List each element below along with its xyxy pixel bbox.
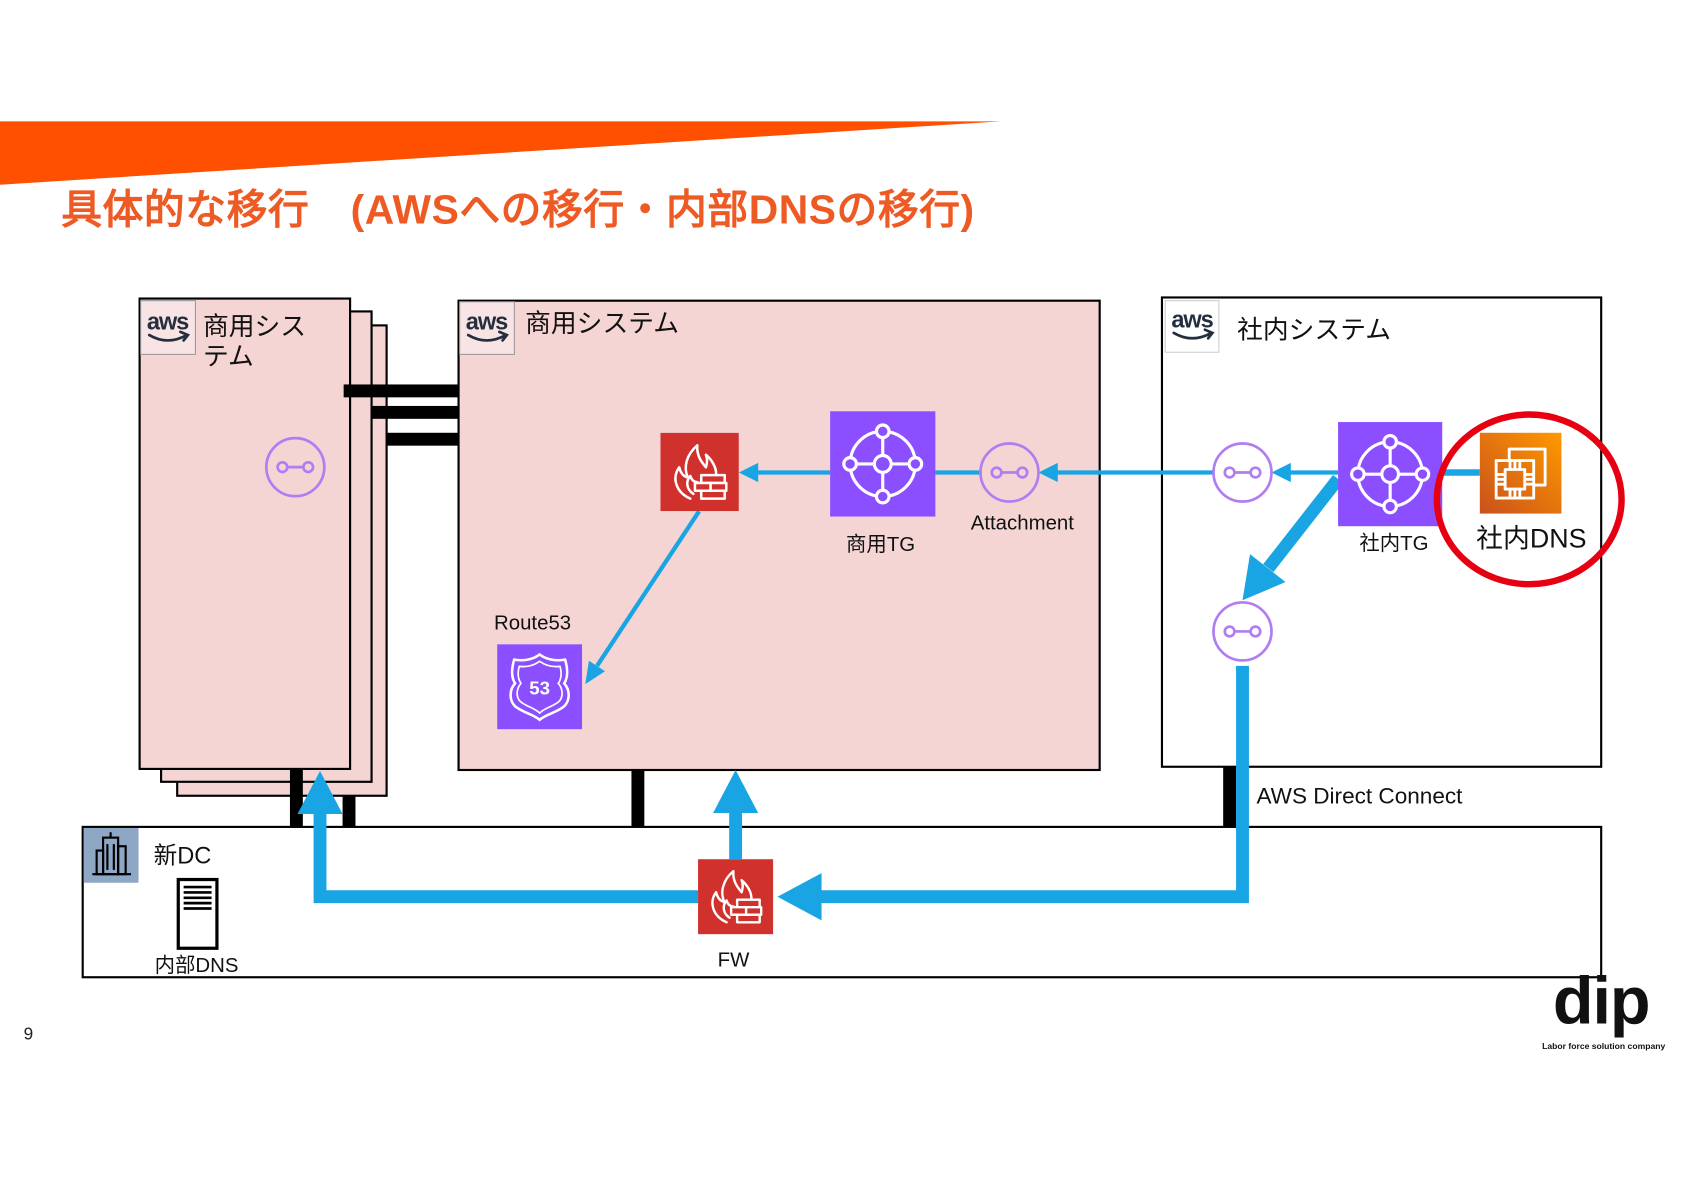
arrow-head: [585, 660, 606, 685]
arrow-head: [1038, 462, 1058, 483]
slide-title: 具体的な移行 (AWSへの移行・内部DNSの移行): [61, 187, 975, 234]
dip-logo-tagline: Labor force solution company: [1542, 1041, 1666, 1052]
server-body: [176, 877, 219, 950]
route53-shield-outer: [509, 652, 570, 722]
header-banner: [0, 121, 1001, 185]
building-windows: [106, 832, 115, 870]
arrow-dc-firewall-to-commercial-stack: [297, 771, 699, 904]
aws-logo-frame: [459, 301, 515, 355]
aws-logo-internal: aws: [1164, 300, 1220, 353]
ec2-tile: [1479, 432, 1562, 514]
server-icon: [176, 877, 219, 950]
aws-smile-icon: [1172, 328, 1215, 340]
building-icon: [83, 827, 139, 883]
dc-firewall-label: FW: [717, 949, 750, 972]
arrow-dc-firewall-to-commercial: [713, 769, 759, 860]
peering-bar-3: [386, 432, 459, 446]
arrow-head: [713, 769, 759, 813]
dip-logo: dip: [1552, 964, 1651, 1039]
route53-label: Route53: [493, 612, 572, 635]
stack-dc-link-1: [289, 768, 303, 827]
internal-system-group: [1160, 296, 1603, 768]
arrow-head: [738, 462, 759, 483]
direct-connect-link: [1223, 766, 1237, 827]
aws-logo-text: aws: [147, 310, 189, 336]
internal-tg-label: 社内TG: [1359, 532, 1429, 556]
arrow-direct-connect-to-dc-firewall: [777, 665, 1249, 921]
arrow-internal-tg-to-attachment: [1271, 462, 1339, 483]
ec2-pins: [1496, 460, 1534, 499]
internal-group-label: 社内システム: [1237, 315, 1392, 345]
peering-bar-1: [343, 384, 459, 398]
aws-logo-commercial-stack: aws: [140, 300, 196, 355]
aws-smile-icon: [147, 330, 191, 342]
aws-logo-frame: [140, 300, 196, 355]
commercial-stack-label: 商用システム: [202, 312, 307, 372]
route53-shield-inner: [516, 660, 563, 715]
route53-badge: 53: [529, 677, 550, 698]
building-wing-right: [117, 845, 127, 876]
peering-bar-2: [371, 405, 459, 419]
transit-gateway-icon: [1338, 422, 1443, 527]
stack-layer-front: [138, 297, 352, 770]
flow-arrows: [297, 462, 1480, 921]
commercial-group-label: 商用システム: [525, 309, 680, 339]
commercial-system-stack: [138, 297, 388, 797]
ec2-back-chip: [1507, 447, 1547, 487]
transit-gateway-icon: [830, 411, 936, 517]
stack-dc-link-2: [342, 795, 356, 827]
arrow-shaft: [595, 509, 701, 668]
aws-smile-icon: [466, 330, 510, 342]
page-number: 9: [23, 1025, 34, 1044]
arrow-internal-tg-to-dx-attachment: [1242, 474, 1344, 601]
arrow-shaft: [1263, 474, 1344, 573]
ec2-instance-icon: [1479, 432, 1562, 514]
route53-icon: 53: [497, 644, 583, 730]
direct-connect-label: AWS Direct Connect: [1256, 783, 1463, 809]
network-firewall-icon: [660, 432, 739, 512]
network-connectors: [289, 384, 1237, 827]
network-firewall-icon: [698, 859, 774, 935]
arrow-internal-to-commercial-attachment: [1038, 462, 1215, 483]
arrow-head: [1242, 554, 1286, 601]
aws-logo-commercial: aws: [459, 301, 515, 355]
commercial-dc-link: [631, 769, 645, 827]
aws-logo-text: aws: [466, 310, 508, 336]
onprem-dns-label: 内部DNS: [154, 954, 239, 978]
building-wing-left: [95, 849, 105, 876]
arrow-head: [1271, 462, 1291, 483]
server-slots: [183, 885, 212, 910]
aws-logo-text: aws: [1171, 308, 1213, 334]
arrow-head: [297, 771, 343, 815]
highlight-ring: [1433, 411, 1625, 588]
commercial-attachment-label: Attachment: [970, 512, 1074, 535]
arrow-shaft: [819, 665, 1249, 904]
new-dc-label: 新DC: [153, 841, 212, 869]
arrow-head: [777, 873, 822, 921]
arrow-shaft: [313, 811, 699, 904]
commercial-tg-label: 商用TG: [846, 533, 916, 557]
internal-dns-label: 社内DNS: [1476, 524, 1587, 555]
arrow-firewall-to-route53: [585, 509, 701, 685]
arrow-commercial-tg-to-firewall: [738, 462, 831, 483]
aws-logo-frame: [1164, 300, 1220, 353]
